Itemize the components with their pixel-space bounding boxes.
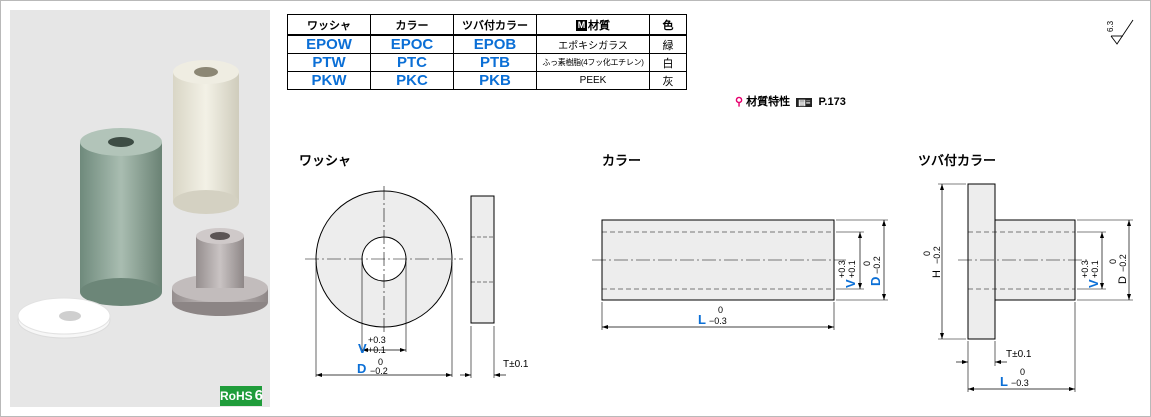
collar-d-letter: D	[868, 277, 883, 286]
material-note-page: P.173	[818, 96, 846, 108]
flanged-h-upper: 0	[922, 251, 932, 256]
table-row: PKW PKC PKB PEEK 灰	[287, 71, 687, 90]
color-cell: 灰	[649, 71, 687, 90]
collar-v-lower: +0.1	[847, 260, 857, 278]
material-note-label: 材質特性	[746, 96, 791, 108]
rohs-number: 6	[254, 387, 264, 404]
code-collar: EPOC	[370, 34, 454, 54]
flanged-l-lower: −0.3	[1011, 378, 1029, 388]
header-color: 色	[649, 14, 687, 36]
flanged-l-letter: L	[1000, 374, 1008, 389]
washer-t-label: T±0.1	[503, 359, 529, 370]
flanged-h-lower: −0.2	[932, 246, 942, 264]
flanged-t-label: T±0.1	[1006, 349, 1032, 360]
washer-d-letter: D	[357, 361, 366, 376]
header-collar: カラー	[370, 14, 454, 36]
table-row: EPOW EPOC EPOB エポキシガラス 緑	[287, 34, 687, 54]
code-flanged: PKB	[453, 71, 537, 90]
material-cell: PEEK	[536, 71, 650, 90]
flanged-v-dim: V +0.3 +0.1	[1080, 260, 1101, 288]
flanged-d-letter: D	[1117, 276, 1129, 284]
code-washer: EPOW	[287, 34, 371, 54]
collar-v-upper: +0.3	[837, 260, 847, 278]
surface-roughness-icon: 6.3	[1107, 19, 1134, 45]
flanged-d-dim: D 0 −0.2	[1108, 254, 1129, 284]
collar-l-lower: −0.3	[709, 316, 727, 326]
flanged-arrows	[940, 184, 1131, 391]
flanged-v-letter: V	[1086, 279, 1101, 288]
collar-arrows	[602, 220, 886, 329]
collar-l-upper: 0	[718, 305, 723, 315]
collar-title: カラー	[602, 153, 642, 168]
flanged-l-upper: 0	[1020, 367, 1025, 377]
washer-v-letter: V	[358, 341, 367, 356]
washer-d-upper: 0	[378, 357, 383, 367]
washer-v-lower: +0.1	[368, 345, 386, 355]
flanged-v-lower: +0.1	[1090, 260, 1100, 278]
flanged-drawing	[938, 183, 1133, 392]
washer-drawing	[305, 186, 506, 378]
collar-d-dim: D 0 −0.2	[862, 256, 883, 286]
flanged-h-letter: H	[931, 270, 943, 278]
code-collar: PKC	[370, 71, 454, 90]
header-flanged: ツバ付カラー	[453, 14, 537, 36]
header-material-label: 材質	[588, 19, 610, 32]
material-m-icon: M	[576, 19, 587, 31]
code-flanged: PTB	[453, 53, 537, 72]
collar-d-upper: 0	[862, 261, 872, 266]
product-illustration	[17, 60, 268, 339]
header-washer: ワッシャ	[287, 14, 371, 36]
collar-l-letter: L	[698, 312, 706, 327]
location-pin-icon: ⚲	[735, 96, 744, 108]
washer-v-upper: +0.3	[368, 335, 386, 345]
washer-title: ワッシャ	[299, 153, 352, 168]
book-icon: ▤≡	[796, 98, 813, 107]
flanged-v-upper: +0.3	[1080, 260, 1090, 278]
rohs-label: RoHS	[220, 389, 253, 403]
material-properties-link[interactable]: ⚲ 材質特性 ▤≡ P.173	[735, 93, 846, 109]
collar-v-dim: V +0.3 +0.1	[837, 260, 858, 288]
flanged-d-upper: 0	[1108, 259, 1118, 264]
flanged-d-lower: −0.2	[1118, 254, 1128, 272]
code-washer: PKW	[287, 71, 371, 90]
washer-arrows	[316, 348, 500, 377]
flanged-title: ツバ付カラー	[918, 153, 997, 168]
collar-d-lower: −0.2	[872, 256, 882, 274]
flanged-h-dim: H 0 −0.2	[922, 246, 943, 278]
collar-v-letter: V	[843, 279, 858, 288]
collar-drawing	[592, 219, 888, 330]
code-flanged: EPOB	[453, 34, 537, 54]
roughness-value: 6.3	[1107, 20, 1115, 32]
washer-d-lower: −0.2	[370, 366, 388, 376]
